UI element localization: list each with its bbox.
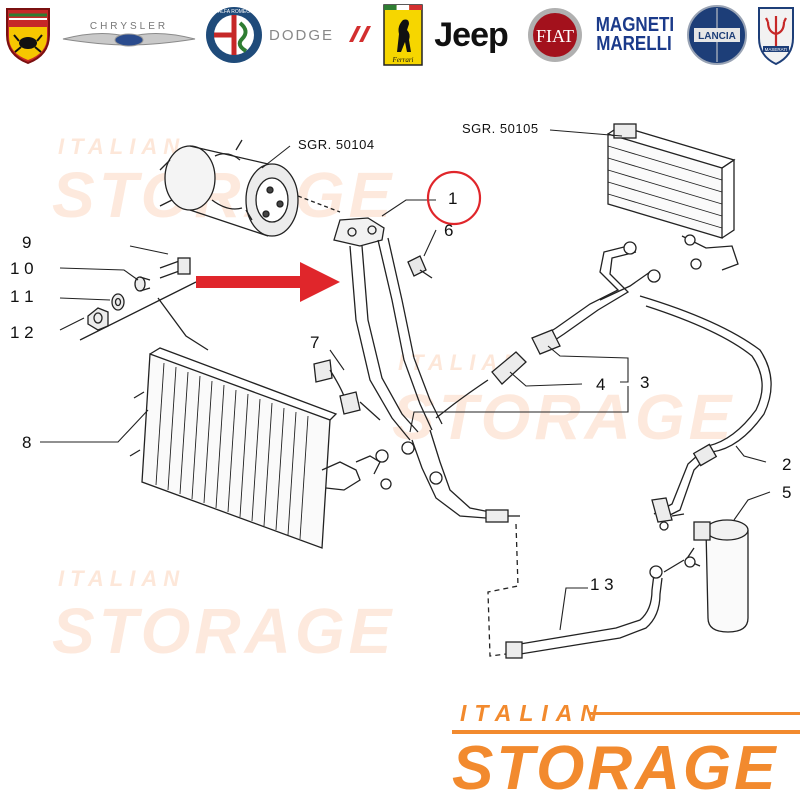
nut-item-12 bbox=[87, 307, 109, 331]
evaporator bbox=[607, 123, 739, 271]
label-sgr-50105: SGR. 50105 bbox=[462, 121, 539, 136]
receiver-drier-item-5 bbox=[684, 519, 749, 633]
callout-10: 1 0 bbox=[10, 259, 34, 278]
pressure-switch-item-7 bbox=[313, 359, 381, 421]
logo-rule-middle bbox=[452, 730, 800, 734]
alfa-romeo-logo: ALFA ROMEO bbox=[203, 4, 265, 66]
callout-4: 4 bbox=[596, 375, 606, 394]
magneti-marelli-logo: MAGNETI MARELLI bbox=[588, 4, 680, 66]
svg-text:CHRYSLER: CHRYSLER bbox=[90, 21, 168, 32]
callout-5: 5 bbox=[782, 483, 792, 502]
ac-system-diagram: ITALIAN STORAGE ITALIAN STORAGE ITALIAN … bbox=[0, 70, 800, 800]
callout-1: 1 bbox=[448, 189, 458, 208]
washer-item-11 bbox=[111, 293, 125, 311]
callout-2: 2 bbox=[782, 455, 792, 474]
hose-assembly-item-1 bbox=[333, 217, 520, 523]
abarth-logo bbox=[2, 4, 54, 66]
svg-text:MASERATI: MASERATI bbox=[765, 47, 788, 52]
svg-text:Ferrari: Ferrari bbox=[392, 56, 414, 64]
callout-6: 6 bbox=[444, 221, 454, 240]
highlight-circle bbox=[426, 170, 482, 226]
hose-item-13 bbox=[487, 523, 685, 659]
logo-rule-top bbox=[590, 712, 800, 715]
callout-12: 1 2 bbox=[10, 323, 34, 342]
logo-storage-text: STORAGE bbox=[452, 734, 779, 803]
callout-7: 7 bbox=[310, 333, 320, 352]
red-arrow bbox=[196, 262, 340, 302]
label-sgr-50104: SGR. 50104 bbox=[298, 137, 375, 152]
brand-strip: CHRYSLER ALFA ROMEO DODGE Ferrari Jeep bbox=[0, 0, 800, 70]
svg-text:FIAT: FIAT bbox=[536, 26, 574, 46]
logo-italian-text: ITALIAN bbox=[460, 700, 606, 726]
sleeve-item-10 bbox=[134, 276, 151, 292]
ferrari-logo: Ferrari bbox=[382, 4, 424, 66]
callout-11: 1 1 bbox=[10, 287, 34, 306]
condenser-item-8 bbox=[129, 347, 392, 549]
callout-3: 3 bbox=[640, 373, 650, 392]
chrysler-logo: CHRYSLER bbox=[60, 4, 198, 66]
fiat-logo: FIAT bbox=[526, 4, 584, 66]
callout-8: 8 bbox=[22, 433, 32, 452]
magneti-marelli-text: MAGNETI MARELLI bbox=[595, 14, 675, 55]
jeep-logo: Jeep bbox=[434, 15, 508, 54]
svg-text:DODGE: DODGE bbox=[269, 27, 334, 44]
bolt-item-9 bbox=[159, 257, 191, 279]
compressor bbox=[159, 139, 341, 237]
diagram-drawing bbox=[40, 123, 772, 659]
hose-item-2 bbox=[639, 295, 772, 531]
leader-lines bbox=[40, 129, 771, 631]
screw-item-6 bbox=[407, 255, 433, 279]
svg-text:LANCIA: LANCIA bbox=[698, 31, 736, 42]
dodge-logo: DODGE bbox=[268, 4, 378, 66]
callout-13: 1 3 bbox=[590, 575, 614, 594]
callout-9: 9 bbox=[22, 233, 32, 252]
valve-item-4 bbox=[435, 351, 527, 419]
svg-text:ALFA ROMEO: ALFA ROMEO bbox=[218, 9, 250, 15]
maserati-logo: MASERATI bbox=[754, 4, 798, 66]
hose-item-3 bbox=[531, 241, 661, 355]
lancia-logo: LANCIA bbox=[685, 4, 749, 66]
